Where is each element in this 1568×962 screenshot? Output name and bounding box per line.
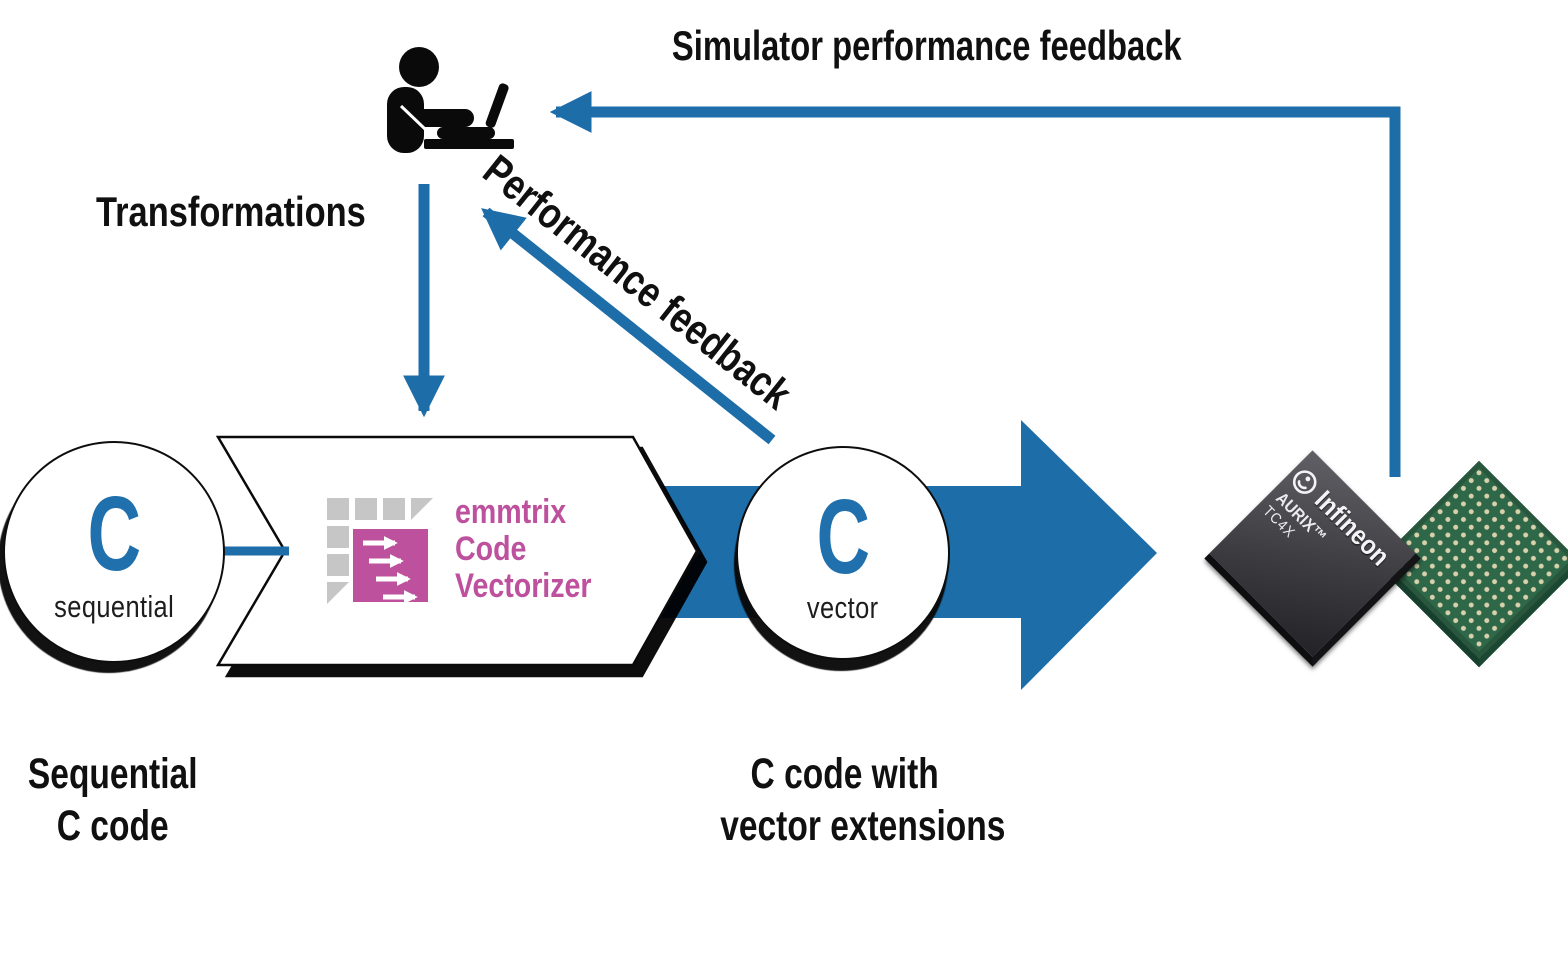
vector-label: vector — [807, 590, 879, 625]
emmtrix-wordmark-line3: Vectorizer — [455, 567, 592, 605]
emmtrix-wordmark-line1: emmtrix — [455, 493, 567, 531]
c-vector-badge: C vector — [736, 446, 950, 660]
simulator-feedback-label: Simulator performance feedback — [671, 22, 1182, 69]
emmtrix-wordmark: emmtrix Code Vectorizer — [455, 494, 618, 605]
performance-feedback-arrow — [481, 207, 776, 445]
transformations-label: Transformations — [96, 188, 366, 235]
developer-at-laptop-icon — [387, 47, 514, 153]
emmtrix-wordmark-line2: Code — [455, 530, 527, 568]
aurix-chip-image: Infineon AURIX™ TC4X — [1204, 450, 1421, 667]
vector-c-code-caption: C code with vector extensions — [720, 750, 1006, 850]
emmtrix-logo-icon — [327, 498, 433, 604]
c-sequential-badge: C sequential — [3, 441, 225, 663]
c-language-letter: C — [87, 475, 141, 593]
c-language-letter: C — [816, 478, 870, 596]
infineon-logo-icon — [1293, 469, 1317, 494]
sequential-c-code-caption: Sequential C code — [27, 750, 198, 850]
simulator-feedback-arrow — [549, 91, 1401, 477]
sequential-label: sequential — [53, 589, 175, 624]
infineon-brand: Infineon — [1282, 459, 1407, 584]
